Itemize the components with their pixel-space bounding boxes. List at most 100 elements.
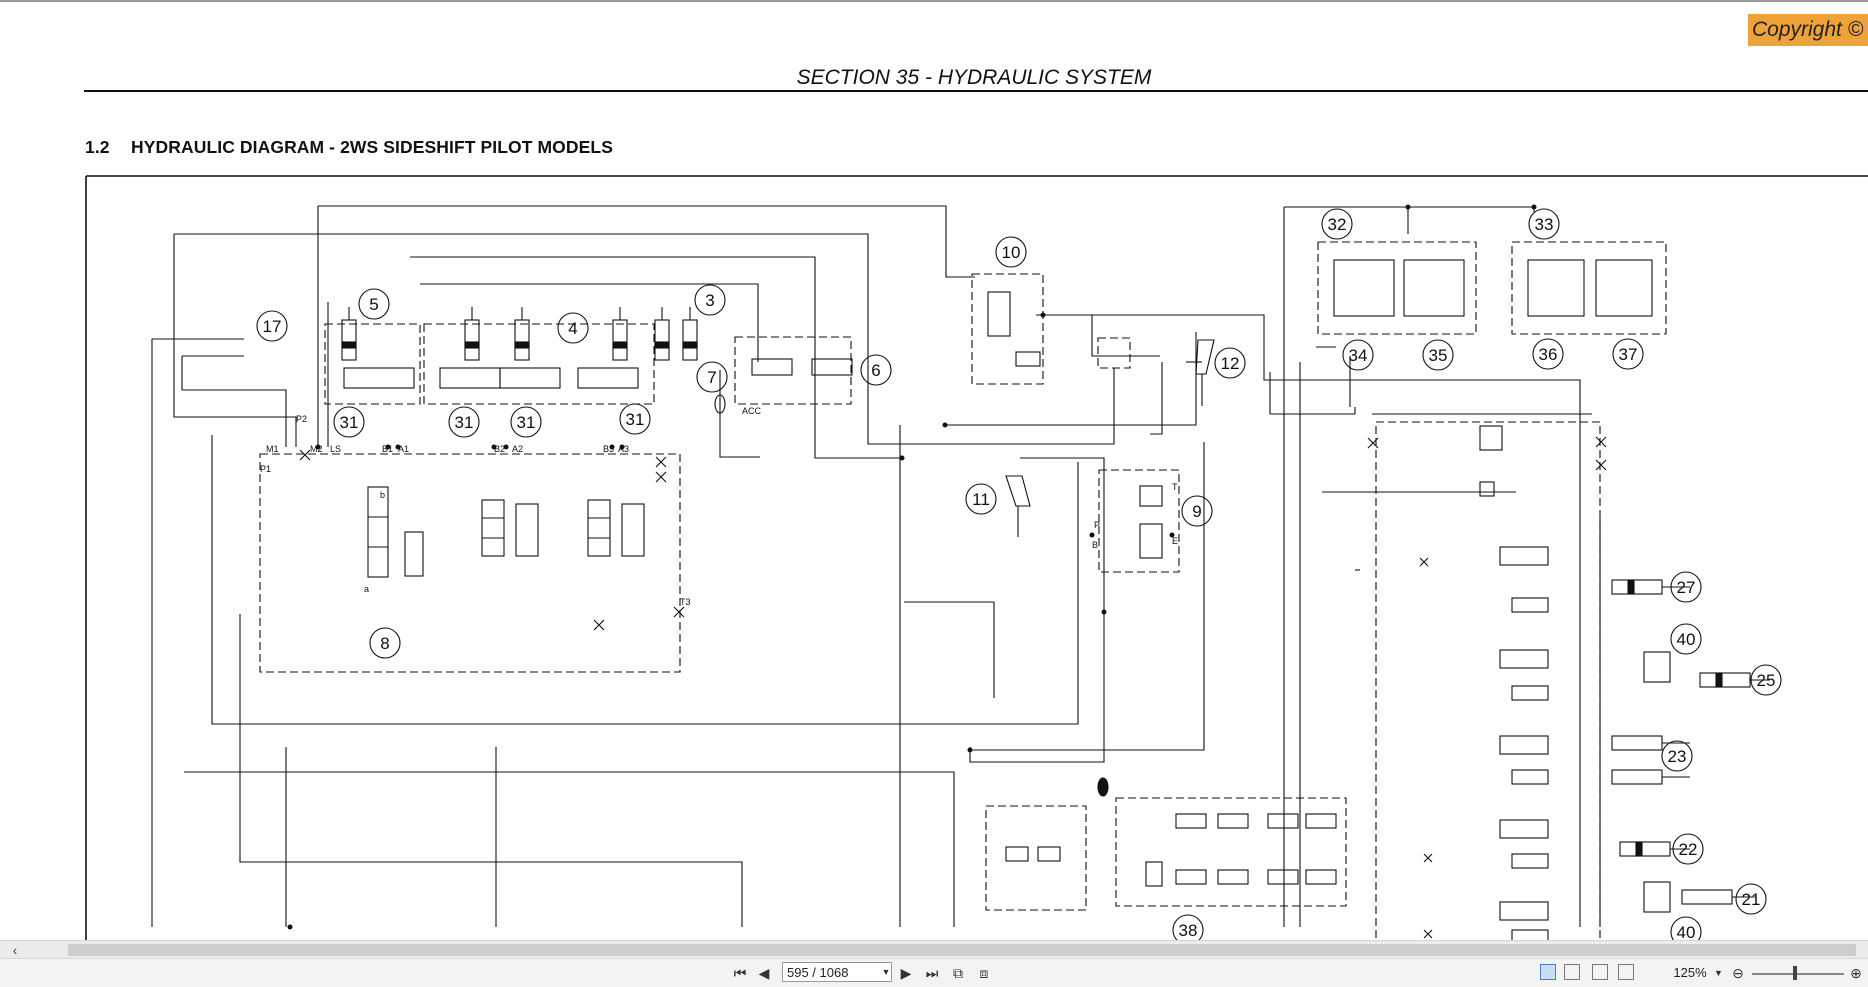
svg-text:10: 10 <box>1002 243 1021 262</box>
joysticks <box>714 339 1215 797</box>
svg-text:17: 17 <box>263 317 282 336</box>
horizontal-scrollbar[interactable]: ‹ <box>0 940 1868 959</box>
port-label: A2 <box>512 444 523 454</box>
zoom-slider[interactable] <box>1752 973 1844 975</box>
callout-27: 27 <box>1670 571 1702 603</box>
chevron-down-icon[interactable]: ▼ <box>881 967 891 977</box>
zoom-out-icon[interactable]: ⊖ <box>1732 965 1744 981</box>
port-label: B2 <box>494 444 505 454</box>
svg-text:40: 40 <box>1677 630 1696 649</box>
port-label: A3 <box>618 444 629 454</box>
next-page-icon[interactable]: ▶ <box>900 965 912 981</box>
fit-width-icon[interactable]: ⧈ <box>979 965 989 981</box>
heading-text: HYDRAULIC DIAGRAM - 2WS SIDESHIFT PILOT … <box>131 137 613 157</box>
port-label: B <box>1092 540 1098 550</box>
svg-text:8: 8 <box>380 634 389 653</box>
svg-text:34: 34 <box>1349 346 1368 365</box>
hydraulic-lines <box>151 205 1601 927</box>
hydraulic-diagram: P2 M1 M2 LS B1 A1 B2 A2 B3 A3 P1 T3 P B … <box>85 175 1868 942</box>
single-page-icon[interactable] <box>1540 964 1556 980</box>
scrollbar-thumb[interactable] <box>68 944 1856 956</box>
callout-8: 8 <box>369 627 401 659</box>
svg-text:38: 38 <box>1179 921 1198 940</box>
document-page: Copyright © SECTION 35 - HYDRAULIC SYSTE… <box>0 0 1868 942</box>
callout-5: 5 <box>358 288 390 320</box>
callout-36: 36 <box>1532 338 1564 370</box>
first-page-icon[interactable]: ⏮ <box>733 965 747 981</box>
port-label: T3 <box>680 597 691 607</box>
port-label: A1 <box>398 444 409 454</box>
callout-6: 6 <box>860 354 892 386</box>
callout-23: 23 <box>1661 740 1693 772</box>
port-label: a <box>364 584 369 594</box>
port-label: M1 <box>266 444 279 454</box>
callout-31c: 31 <box>510 406 542 438</box>
component-boxes <box>259 241 1667 942</box>
two-page-continuous-icon[interactable] <box>1618 964 1634 980</box>
prev-page-icon[interactable]: ◀ <box>758 965 770 981</box>
svg-text:31: 31 <box>517 413 536 432</box>
svg-text:21: 21 <box>1742 890 1761 909</box>
port-label: B3 <box>603 444 614 454</box>
port-label: P <box>1094 520 1100 530</box>
port-label: T <box>1172 482 1178 492</box>
page-number-input[interactable] <box>782 962 892 982</box>
valve-spools <box>343 259 1671 942</box>
callout-34: 34 <box>1342 339 1374 371</box>
port-label: E <box>1172 536 1178 546</box>
two-page-icon[interactable] <box>1592 964 1608 980</box>
callout-22: 22 <box>1672 833 1704 865</box>
cylinders <box>341 307 1770 905</box>
port-label: M2 <box>310 444 323 454</box>
callout-10: 10 <box>995 236 1027 268</box>
svg-text:33: 33 <box>1535 215 1554 234</box>
callout-40b: 40 <box>1670 916 1702 942</box>
last-page-icon[interactable]: ⏭ <box>925 965 939 981</box>
callout-31a: 31 <box>333 406 365 438</box>
zoom-in-icon[interactable]: ⊕ <box>1850 965 1862 981</box>
port-label: b <box>380 490 385 500</box>
svg-text:23: 23 <box>1668 747 1687 766</box>
callout-21: 21 <box>1735 883 1767 915</box>
callout-12: 12 <box>1214 347 1246 379</box>
port-label: P1 <box>260 464 271 474</box>
scroll-left-icon[interactable]: ‹ <box>12 942 18 958</box>
callout-25: 25 <box>1750 664 1782 696</box>
viewer-toolbar: ⏮ ◀ ▼ ▶ ⏭ ⧉ ⧈ 125% ▼ ⊖ ⊕ <box>0 958 1868 987</box>
callout-31b: 31 <box>448 406 480 438</box>
svg-text:7: 7 <box>707 368 716 387</box>
svg-text:31: 31 <box>340 413 359 432</box>
closure-marks <box>299 436 1607 939</box>
port-label: B1 <box>382 444 393 454</box>
port-label: LS <box>330 444 341 454</box>
callout-37: 37 <box>1612 338 1644 370</box>
svg-text:4: 4 <box>568 319 577 338</box>
svg-text:12: 12 <box>1221 354 1240 373</box>
callout-32: 32 <box>1321 208 1353 240</box>
callout-35: 35 <box>1422 339 1454 371</box>
svg-text:36: 36 <box>1539 345 1558 364</box>
component-callouts: 3 4 5 6 7 8 9 10 11 12 17 21 22 23 25 27… <box>256 208 1782 942</box>
section-title: SECTION 35 - HYDRAULIC SYSTEM <box>796 66 1152 89</box>
svg-text:9: 9 <box>1192 502 1201 521</box>
callout-17: 17 <box>256 310 288 342</box>
heading-number: 1.2 <box>85 137 110 157</box>
zoom-level[interactable]: 125% <box>1673 965 1707 980</box>
copyright-badge: Copyright © <box>1748 14 1868 46</box>
svg-text:37: 37 <box>1619 345 1638 364</box>
zoom-slider-thumb[interactable] <box>1793 966 1797 980</box>
svg-text:35: 35 <box>1429 346 1448 365</box>
svg-text:3: 3 <box>705 291 714 310</box>
port-label: P2 <box>296 414 307 424</box>
chevron-down-icon[interactable]: ▼ <box>1714 968 1723 978</box>
fit-page-icon[interactable]: ⧉ <box>953 965 963 981</box>
svg-text:27: 27 <box>1677 578 1696 597</box>
svg-text:32: 32 <box>1328 215 1347 234</box>
svg-text:31: 31 <box>455 413 474 432</box>
svg-text:25: 25 <box>1757 671 1776 690</box>
svg-text:5: 5 <box>369 295 378 314</box>
continuous-icon[interactable] <box>1564 964 1580 980</box>
svg-text:11: 11 <box>972 490 990 509</box>
diagram-frame <box>85 175 1868 942</box>
